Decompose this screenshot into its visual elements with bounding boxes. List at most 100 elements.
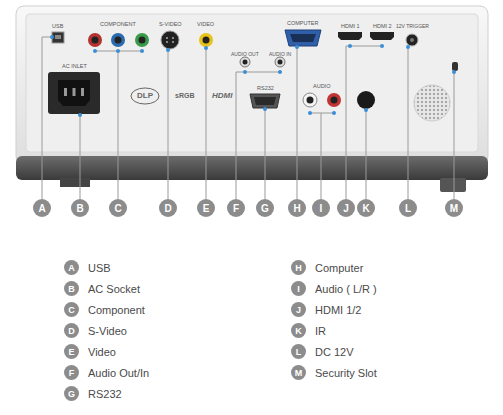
ac-inlet-part: [64, 88, 67, 96]
projector-body-part: [16, 6, 488, 164]
legend-row: EVideo: [64, 344, 116, 359]
leader-dots-part: [278, 70, 282, 74]
legend-row: MSecurity Slot: [291, 365, 377, 380]
leader-dots-part: [380, 44, 384, 48]
projector-body-part: [16, 156, 488, 180]
leader-dots-part: [50, 35, 54, 39]
vga-port-part: [290, 34, 316, 42]
callout-letter: A: [38, 203, 45, 214]
ir-sensor-part: [357, 91, 375, 109]
callout-circle: F: [227, 199, 245, 217]
speaker-grille-part: [414, 85, 450, 121]
port-label: S-VIDEO: [159, 22, 182, 28]
hdmi-ports-part: [338, 32, 362, 40]
legend-text: Component: [88, 304, 145, 316]
vga-port-part: [285, 30, 321, 46]
legend-letter: F: [69, 368, 75, 378]
legend-row: BAC Socket: [64, 281, 140, 296]
legend-letter: G: [68, 389, 75, 399]
leader-dots-part: [78, 113, 82, 117]
port-label: COMPONENT: [100, 22, 136, 28]
leader-dots-part: [140, 49, 144, 53]
callout-circle: J: [337, 199, 355, 217]
leader-lines-part: [366, 110, 367, 199]
audio-jacks-part: [275, 57, 285, 67]
legend-text: RS232: [88, 388, 122, 400]
legend-letter-circle: G: [64, 386, 79, 401]
dc-jack-part: [410, 38, 414, 42]
legend-row: JHDMI 1/2: [291, 302, 361, 317]
legend-letter: E: [68, 347, 74, 357]
leader-dots-part: [93, 49, 97, 53]
hdmi-ports: [338, 32, 394, 40]
leader-lines-part: [236, 72, 280, 199]
leader-lines: [42, 37, 454, 199]
port-label: AUDIO: [313, 84, 330, 90]
legend-letter-circle: E: [64, 344, 79, 359]
callout-circle: M: [445, 199, 463, 217]
leader-lines-part: [80, 115, 81, 199]
port-label: AUDIO OUT: [231, 52, 259, 57]
audio-lr-jacks-part: [303, 93, 317, 107]
port-label: VIDEO: [197, 22, 214, 28]
callout-letter: C: [114, 203, 121, 214]
callout-circle: A: [33, 199, 51, 217]
callout-circle: K: [357, 199, 375, 217]
legend-letter: K: [295, 326, 302, 336]
speaker-grille: [414, 85, 450, 121]
legend-text: HDMI 1/2: [315, 304, 361, 316]
leader-dots-part: [204, 46, 208, 50]
s-video-port-part: [172, 41, 174, 43]
callout-letter: H: [293, 203, 300, 214]
legend-letter-circle: I: [291, 281, 306, 296]
component-jacks: [88, 33, 149, 47]
callout-letter: L: [405, 203, 411, 214]
s-video-port-part: [161, 31, 179, 49]
legend-letter-circle: F: [64, 365, 79, 380]
leader-dots-part: [263, 107, 267, 111]
port-label: RS232: [257, 86, 274, 92]
legend-letter: A: [68, 263, 75, 273]
legend-row: FAudio Out/In: [64, 365, 149, 380]
port-label: HDMI 2: [373, 24, 392, 30]
leader-dots-part: [116, 49, 120, 53]
legend-letter: B: [68, 284, 75, 294]
audio-lr-jacks-part: [327, 93, 341, 107]
s-video-port-part: [166, 37, 168, 39]
audio-jacks: [240, 57, 285, 67]
leader-lines-part: [42, 37, 52, 199]
callout-letter: B: [76, 203, 83, 214]
s-video-port-part: [172, 37, 174, 39]
legend-letter-circle: L: [291, 344, 306, 359]
leader-dots-part: [406, 45, 410, 49]
callout-circle: G: [256, 199, 274, 217]
ac-inlet-part: [58, 80, 90, 106]
legend-row: KIR: [291, 323, 326, 338]
legend-text: DC 12V: [315, 346, 354, 358]
ac-inlet-part: [81, 88, 84, 96]
component-jacks-part: [92, 37, 99, 44]
legend-text: Computer: [315, 262, 363, 274]
component-jacks-part: [115, 37, 122, 44]
legend-text: Audio ( L/R ): [315, 283, 377, 295]
callout-letter: J: [343, 203, 349, 214]
rs232-port-part: [254, 97, 276, 105]
legend-row: CComponent: [64, 302, 145, 317]
legend-text: USB: [88, 262, 111, 274]
leader-dots-part: [332, 111, 336, 115]
leader-dots-part: [308, 111, 312, 115]
leader-lines-part: [310, 113, 334, 114]
legend-text: Security Slot: [315, 367, 377, 379]
port-label: AC INLET: [62, 64, 87, 70]
leader-dots-part: [243, 70, 247, 74]
callout-letter: G: [261, 203, 269, 214]
audio-jacks-part: [278, 60, 283, 65]
callout-circle: C: [109, 199, 127, 217]
legend-letter-circle: H: [291, 260, 306, 275]
component-jacks-part: [139, 37, 146, 44]
dc-jack: [406, 34, 418, 46]
legend-row: DS-Video: [64, 323, 127, 338]
legend-letter-circle: A: [64, 260, 79, 275]
callout-letter: D: [164, 203, 171, 214]
